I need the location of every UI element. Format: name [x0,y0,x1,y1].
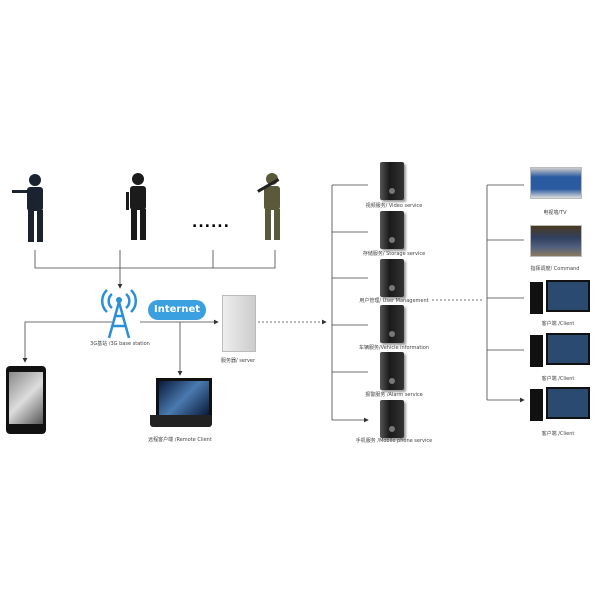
service-label: 视频服务/ Video service [365,203,423,209]
client-label: 客户端 /Client [541,321,575,327]
client-pc-icon [530,387,590,425]
soldier-icon [126,173,146,240]
service-label: 用户管理/ User Management [359,298,429,304]
mobile-server-icon [380,400,404,438]
server-label: 服务器/ server [220,358,256,364]
alarm-server-icon [380,352,404,390]
client-pc-icon [530,333,590,371]
laptop-base [150,415,212,427]
mobile-phone-icon [6,366,46,434]
soldier-icon [257,173,280,240]
internet-cloud: Internet [148,300,206,320]
service-label: 手机服务 /Mobile phone service [355,438,433,444]
client-pc-icon [530,280,590,318]
user-server-icon [380,259,404,297]
client-label: 电视墙/TV [543,210,567,216]
tower-label: 3G基站 /3G base station [90,341,150,347]
server-icon [222,295,256,352]
storage-server-icon [380,211,404,249]
laptop-icon [156,378,212,418]
service-label: 存储服务/ Storage service [362,251,426,257]
service-label: 车辆服务/Vehicle information [358,345,430,351]
tv-wall-image [530,167,582,199]
vehicle-server-icon [380,305,404,343]
ellipsis: ...... [192,215,230,231]
cell-tower-icon [100,289,138,339]
video-server-icon [380,162,404,200]
soldier-icon [12,174,43,242]
client-label: 客户端 /Client [541,376,575,382]
client-label: 指挥调度/ Command [530,266,580,272]
service-label: 报警服务 /Alarm service [365,392,423,398]
command-center-image [530,225,582,257]
laptop-label: 远程客户端 /Remote Client [148,437,212,443]
client-label: 客户端 /Client [541,431,575,437]
